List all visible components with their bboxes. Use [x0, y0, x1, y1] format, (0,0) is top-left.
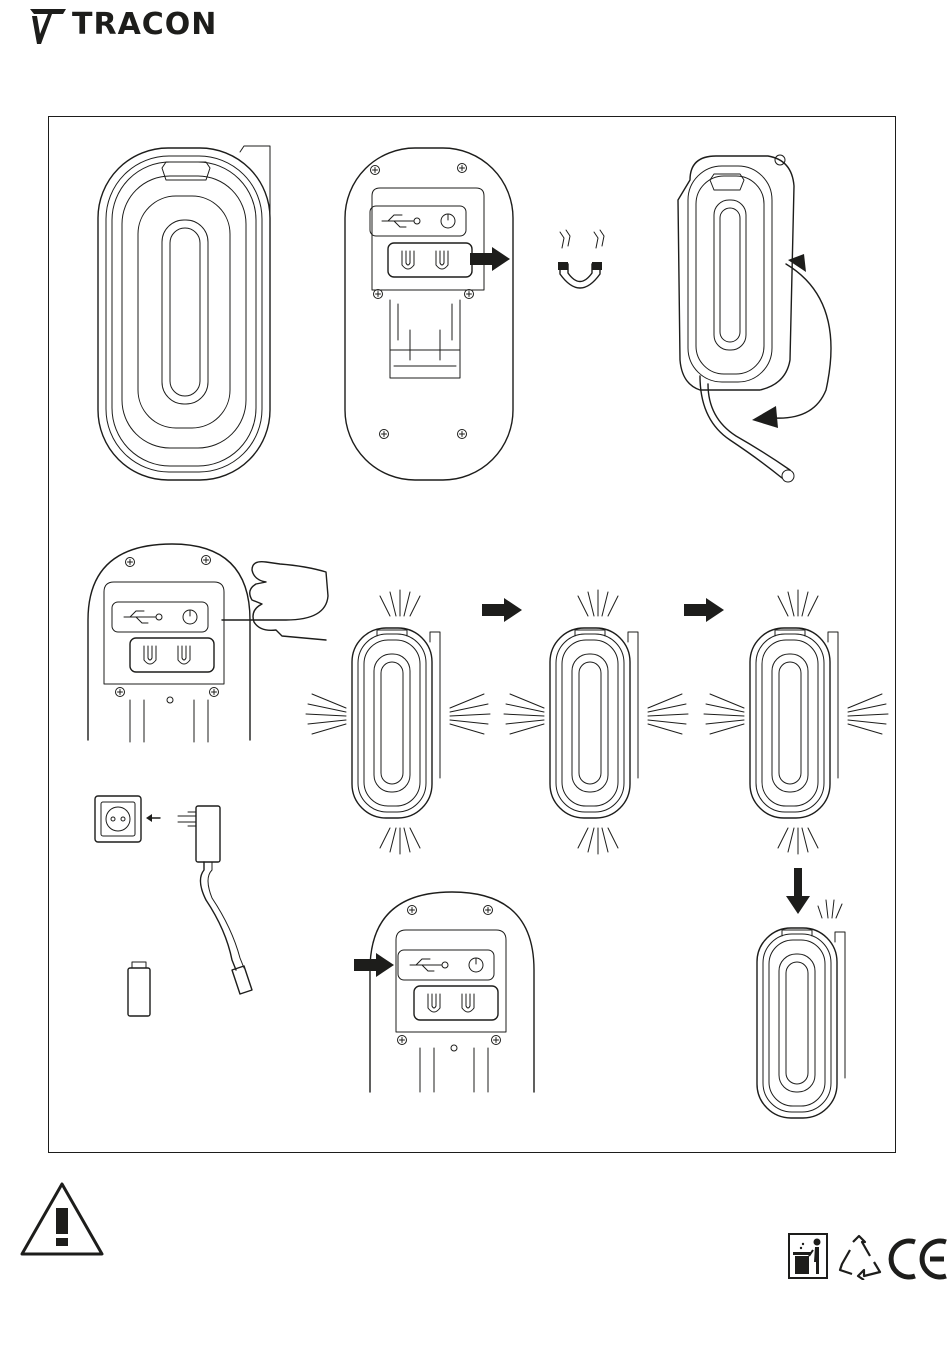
finger-pressing-power-button [88, 544, 328, 742]
warning-triangle-icon [18, 1180, 106, 1258]
light-modes-cycle [306, 590, 888, 854]
back-panel-with-magnets [345, 148, 513, 480]
ce-mark-icon [888, 1238, 950, 1280]
lamp-with-rotating-hook [678, 155, 831, 482]
weee-bin-icon [787, 1232, 829, 1280]
final-mode-indicator [757, 868, 845, 1118]
wall-socket-charger-battery [95, 796, 252, 1016]
usb-port-arrow [354, 892, 534, 1092]
lamp-front-view [98, 146, 270, 480]
horseshoe-magnet [558, 230, 604, 288]
recycle-icon [836, 1234, 882, 1280]
